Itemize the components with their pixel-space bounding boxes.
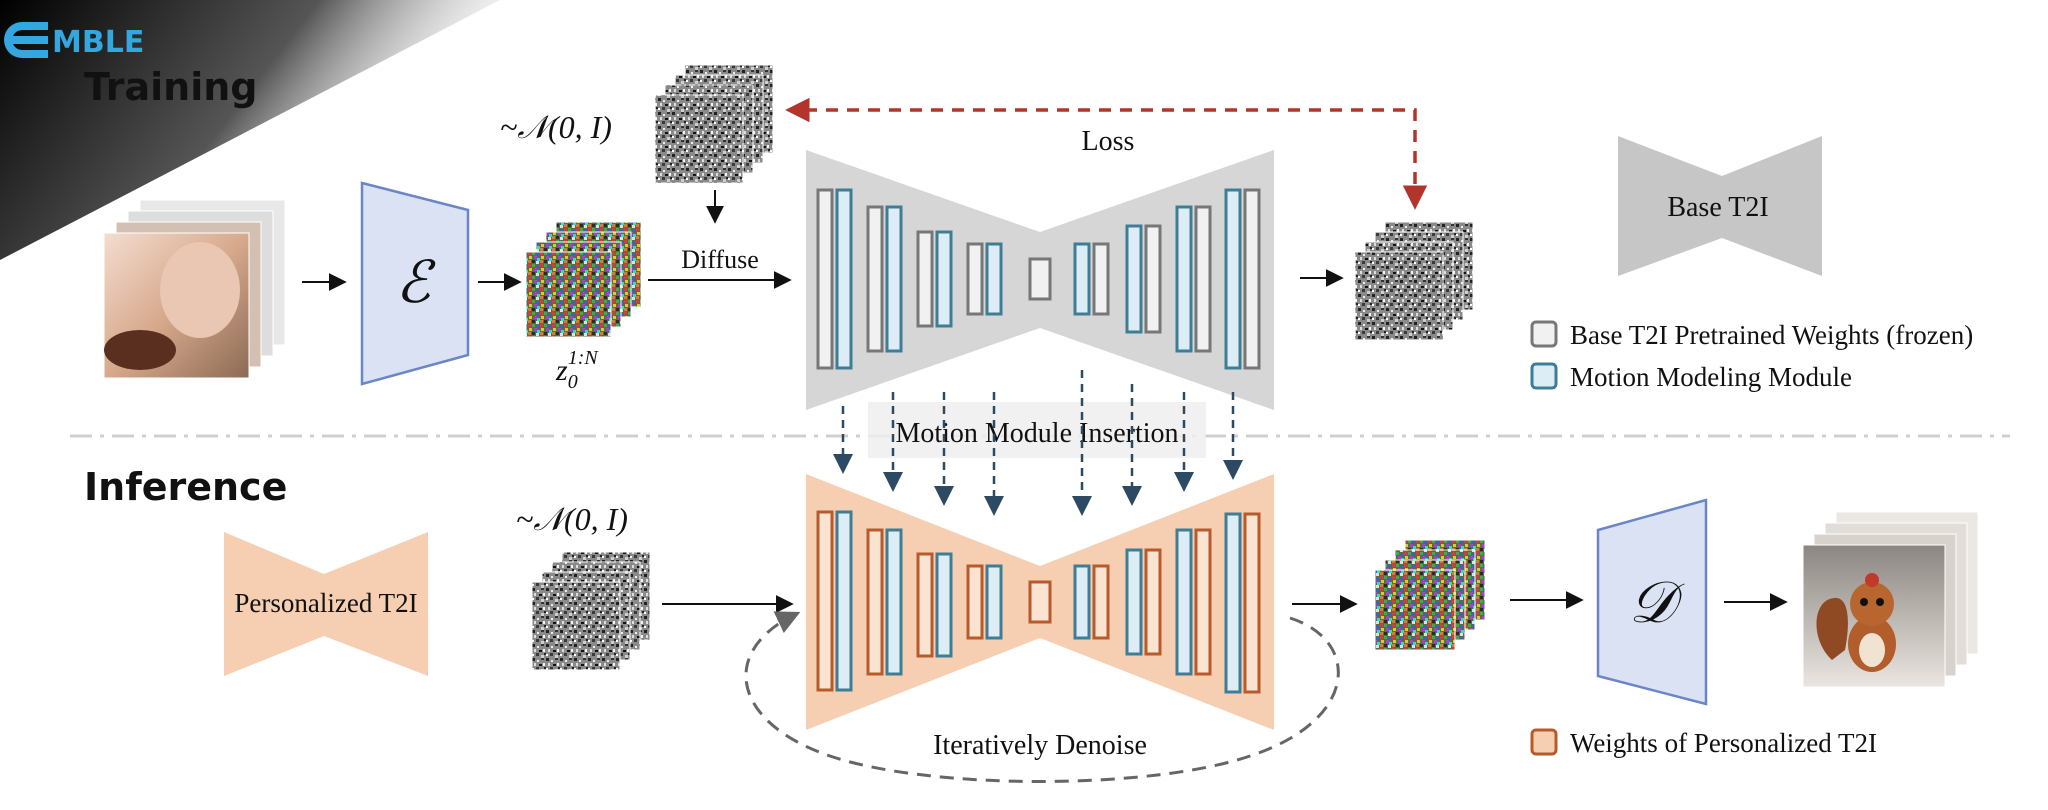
logo-text: MBLE <box>52 25 144 60</box>
training-unet-layers <box>816 188 1261 370</box>
corner-shade <box>0 0 500 260</box>
personalized-layer <box>1144 548 1162 656</box>
motion-layer <box>985 564 1003 640</box>
personalized-layer <box>1243 512 1261 694</box>
base-t2i-shape <box>1618 136 1822 276</box>
base-t2i-label: Base T2I <box>1667 192 1768 223</box>
inference-latent-cube <box>1374 539 1486 651</box>
personalized-layer <box>1194 528 1212 676</box>
motion-layer <box>1073 564 1091 640</box>
motion-layer <box>1125 224 1143 334</box>
motion-layer <box>885 528 903 676</box>
motion-layer <box>1175 528 1193 676</box>
motion-layer <box>935 230 953 328</box>
frozen-layer <box>1194 205 1212 353</box>
motion-layer <box>1175 205 1193 353</box>
training-video-frames <box>103 199 286 379</box>
motion-layer <box>1125 548 1143 656</box>
legend-label-motion: Motion Modeling Module <box>1570 362 1852 392</box>
motion-layer <box>935 552 953 658</box>
encoder-symbol: ℰ <box>395 250 436 315</box>
denoise-loop <box>744 611 1340 783</box>
squirrel-belly <box>1859 633 1885 667</box>
motion-layer <box>885 205 903 353</box>
inference-noise-cube <box>531 551 651 671</box>
frozen-layer <box>916 230 934 328</box>
frozen-layer <box>816 188 834 370</box>
training-label: Training <box>84 65 258 109</box>
personalized-layer <box>966 564 984 640</box>
bottleneck-layer <box>1028 257 1052 301</box>
legend: Base T2I Pretrained Weights (frozen) Mot… <box>1530 320 1973 758</box>
frozen-layer <box>1243 188 1261 370</box>
motion-layer <box>985 242 1003 316</box>
personalized-layer <box>866 528 884 676</box>
personalized-layer <box>916 552 934 658</box>
motion-layer <box>835 510 853 692</box>
bottleneck-layer <box>1028 580 1052 624</box>
training-noise-label: ~𝒩(0, I) <box>500 109 612 145</box>
motion-layer <box>1073 242 1091 316</box>
insertion-arrows <box>833 370 1243 516</box>
motion-layer <box>1224 512 1242 694</box>
decoder-block <box>1596 498 1708 706</box>
output-video-frames <box>1802 511 1979 688</box>
personalized-t2i-shape <box>224 532 428 676</box>
insertion-label: Motion Module Insertion <box>895 418 1178 449</box>
legend-swatch-motion <box>1530 362 1558 390</box>
legend-swatch-frozen <box>1530 320 1558 348</box>
squirrel-tail <box>1816 597 1848 660</box>
insertion-label-bg <box>868 402 1206 458</box>
inference-noise-label: ~𝒩(0, I) <box>516 501 628 537</box>
squirrel-eye-left <box>1860 598 1868 606</box>
personalized-layer <box>816 510 834 692</box>
personalized-t2i-label: Personalized T2I <box>234 588 417 618</box>
personalized-layer <box>1092 564 1110 640</box>
inference-unet-layers <box>816 510 1261 694</box>
legend-label-personalized: Weights of Personalized T2I <box>1570 728 1877 758</box>
logo-icon <box>4 22 48 58</box>
motion-layer <box>835 188 853 370</box>
squirrel-eye-right <box>1876 598 1884 606</box>
squirrel-hat <box>1865 573 1879 587</box>
training-noise-cube <box>654 64 774 184</box>
frozen-layer <box>866 205 884 353</box>
loss-label: Loss <box>1082 126 1135 157</box>
latent-label: z01:N <box>555 347 599 393</box>
cake-piece <box>104 330 176 370</box>
training-latent-cube <box>525 221 642 338</box>
denoise-label: Iteratively Denoise <box>933 730 1147 761</box>
encoder-block <box>360 181 470 386</box>
squirrel-head <box>1850 582 1894 626</box>
logo: MBLE <box>4 22 144 60</box>
frozen-layer <box>966 242 984 316</box>
diffuse-label: Diffuse <box>681 245 759 274</box>
frozen-layer <box>1092 242 1110 316</box>
child-face <box>160 242 240 338</box>
legend-swatch-personalized <box>1530 728 1558 756</box>
frozen-layer <box>1144 224 1162 334</box>
legend-label-frozen: Base T2I Pretrained Weights (frozen) <box>1570 320 1973 350</box>
motion-layer <box>1224 188 1242 370</box>
inference-label: Inference <box>84 465 287 509</box>
loss-arrow <box>785 97 1428 210</box>
training-output-noise-cube <box>1354 221 1474 341</box>
